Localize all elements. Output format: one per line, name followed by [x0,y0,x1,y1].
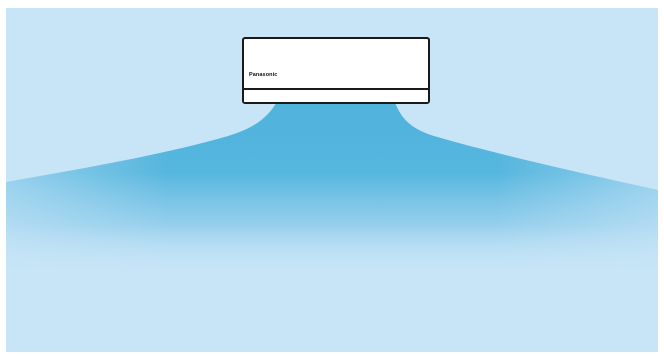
brand-logo: Panasonic [249,72,277,78]
air-outlet-vent [244,90,428,102]
airflow-illustration: Panasonic [6,8,658,352]
air-conditioner-unit: Panasonic [242,37,430,104]
